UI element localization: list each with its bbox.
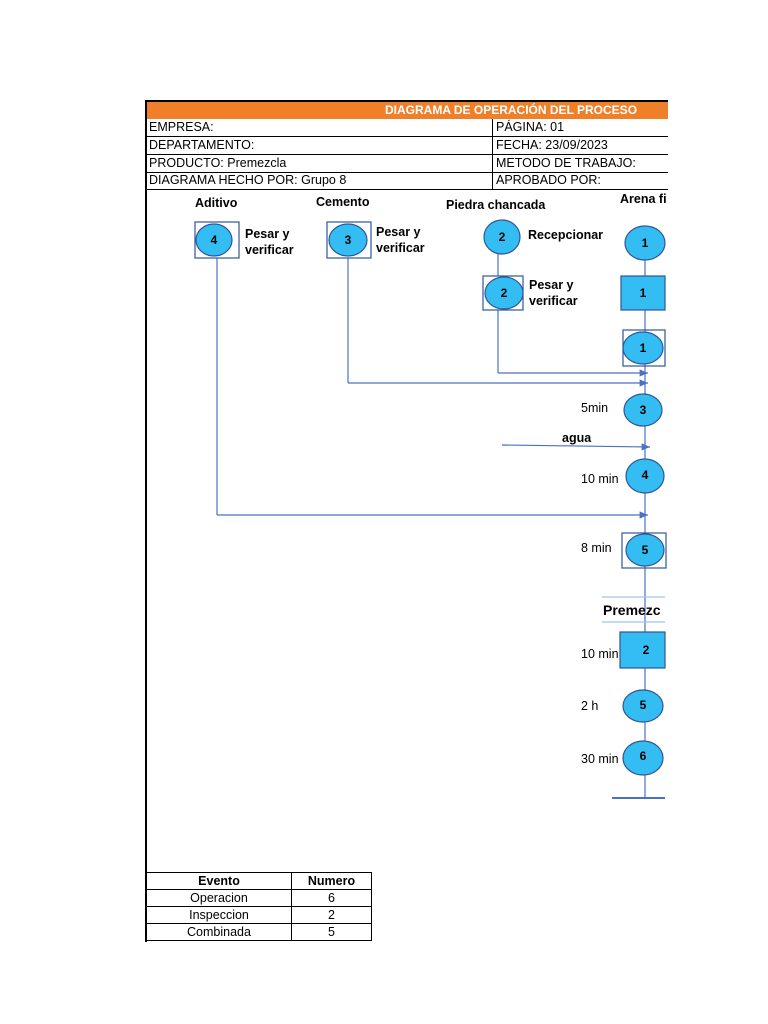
diagram-title: DIAGRAMA DE OPERACIÓN DEL PROCESO (385, 103, 638, 117)
piedra-pesar-number: 2 (501, 286, 508, 300)
summary-table: Evento Numero Operacion 6 Inspeccion 2 C… (146, 872, 372, 941)
header-row-2: DEPARTAMENTO: FECHA: 23/09/2023 (145, 137, 668, 155)
cemento-combined-box (326, 221, 372, 259)
arena-insp-number: 1 (640, 286, 647, 300)
main-operation-5 (622, 689, 664, 723)
column-aditivo: Aditivo (195, 196, 238, 210)
summary-numero: 5 (291, 923, 372, 941)
main-operation-6 (622, 740, 664, 776)
agua-label: agua (562, 431, 592, 445)
summary-evento: Operacion (146, 889, 292, 907)
header-row-4: DIAGRAMA HECHO POR: Grupo 8 APROBADO POR… (145, 172, 668, 190)
summary-evento: Combinada (146, 923, 292, 941)
sheet-left-border (145, 190, 147, 942)
main-combined-circle (625, 533, 665, 567)
time-10min-b: 10 min (581, 647, 619, 661)
main-operation-4 (625, 458, 665, 494)
table-row: Combinada 5 (146, 923, 372, 941)
aditivo-desc-1: Pesar y (245, 227, 290, 241)
time-8min: 8 min (581, 541, 612, 555)
header-divider (492, 155, 493, 173)
main-combined-box (621, 532, 667, 569)
table-row: Inspeccion 2 (146, 906, 372, 924)
agua-arrow (501, 443, 651, 451)
summary-header-row: Evento Numero (146, 872, 372, 890)
main-op-6-number: 6 (640, 749, 647, 763)
cemento-desc-1: Pesar y (376, 225, 421, 239)
premezcla-label: Premezc (603, 602, 661, 618)
piedra-combined-circle (484, 276, 524, 310)
pagina-field: PÁGINA: 01 (496, 120, 565, 134)
header-divider (492, 119, 493, 137)
aditivo-desc-2: verificar (245, 243, 294, 257)
header-divider (492, 137, 493, 155)
arena-comb-number: 1 (640, 341, 647, 355)
summary-numero: 2 (291, 906, 372, 924)
summary-header-numero: Numero (291, 872, 372, 890)
fecha-field: FECHA: 23/09/2023 (496, 138, 608, 152)
piedra-rec-desc: Recepcionar (528, 228, 604, 242)
main-comb-5-number: 5 (642, 543, 649, 557)
header-row-1: EMPRESA: PÁGINA: 01 (145, 119, 668, 137)
producto-field: PRODUCTO: Premezcla (149, 156, 287, 170)
aprobado-field: APROBADO POR: (496, 173, 601, 187)
piedra-operation-circle (483, 219, 521, 255)
aditivo-combined-circle (195, 223, 233, 257)
time-2h: 2 h (581, 699, 599, 713)
table-row: Operacion 6 (146, 889, 372, 907)
departamento-field: DEPARTAMENTO: (149, 138, 255, 152)
summary-evento: Inspeccion (146, 906, 292, 924)
column-cemento: Cemento (316, 195, 370, 209)
header-row-3: PRODUCTO: Premezcla METODO DE TRABAJO: (145, 155, 668, 173)
piedra-pesar-desc-1: Pesar y (529, 278, 574, 292)
main-op-5-number: 5 (640, 698, 647, 712)
aditivo-combined-box (194, 221, 240, 259)
piedra-rec-number: 2 (499, 230, 506, 244)
main-operation-3 (623, 393, 663, 427)
arena-operation-circle (624, 225, 666, 261)
hecho-por-field: DIAGRAMA HECHO POR: Grupo 8 (149, 173, 347, 187)
summary-numero: 6 (291, 889, 372, 907)
main-insp-2-number: 2 (643, 643, 650, 657)
piedra-pesar-desc-2: verificar (529, 294, 578, 308)
aditivo-step-number: 4 (211, 233, 218, 247)
cemento-desc-2: verificar (376, 241, 425, 255)
main-op-3-number: 3 (640, 403, 647, 417)
time-30min: 30 min (581, 752, 619, 766)
arena-combined-circle (622, 331, 664, 365)
title-bar: DIAGRAMA DE OPERACIÓN DEL PROCESO (145, 100, 668, 119)
header-divider (492, 172, 493, 190)
empresa-field: EMPRESA: (149, 120, 214, 134)
time-5min: 5min (581, 401, 609, 415)
process-sheet: DIAGRAMA DE OPERACIÓN DEL PROCESO EMPRES… (145, 100, 668, 945)
time-10min-a: 10 min (581, 472, 619, 486)
main-inspection-box (619, 631, 666, 669)
arena-inspection-box (620, 275, 666, 311)
metodo-field: METODO DE TRABAJO: (496, 156, 636, 170)
column-arena: Arena fi (620, 192, 667, 206)
summary-header-evento: Evento (146, 872, 292, 890)
column-piedra: Piedra chancada (446, 198, 546, 212)
arena-op-number: 1 (642, 236, 649, 250)
cemento-combined-circle (328, 223, 368, 257)
main-op-4-number: 4 (642, 468, 649, 482)
cemento-step-number: 3 (345, 233, 352, 247)
